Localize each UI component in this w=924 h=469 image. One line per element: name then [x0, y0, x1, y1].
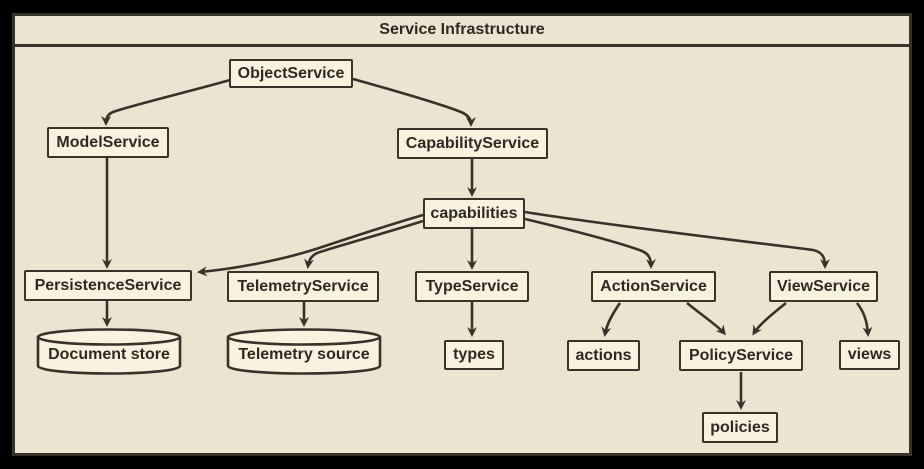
node-action-service: ActionService — [591, 271, 716, 302]
node-telemetry-service: TelemetryService — [227, 271, 379, 302]
diagram-panel: Service Infrastructure — [12, 13, 912, 456]
node-object-service: ObjectService — [229, 59, 353, 88]
node-policy-service: PolicyService — [679, 340, 803, 371]
node-actions: actions — [567, 340, 640, 371]
diagram-title: Service Infrastructure — [15, 16, 909, 47]
node-telemetry-source-label: Telemetry source — [238, 346, 370, 363]
node-types: types — [444, 340, 504, 370]
node-policies: policies — [702, 412, 778, 443]
node-persistence-service: PersistenceService — [24, 270, 192, 301]
node-model-service: ModelService — [47, 127, 169, 158]
node-view-service: ViewService — [769, 271, 878, 302]
node-document-store-label: Document store — [48, 346, 170, 363]
node-capability-service: CapabilityService — [397, 128, 548, 159]
node-views: views — [839, 340, 900, 370]
node-capabilities: capabilities — [423, 198, 525, 229]
node-type-service: TypeService — [415, 271, 529, 302]
